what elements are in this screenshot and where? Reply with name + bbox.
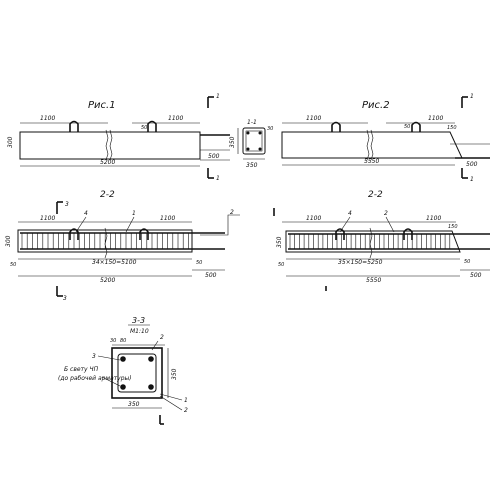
sec2-left-height: 300 <box>5 235 12 247</box>
section-3-3-callout-1: 1 <box>184 397 188 404</box>
sec2-left-cut-label-bottom: 3 <box>63 295 67 302</box>
section-3-3-bars <box>120 356 154 390</box>
sec2-left-overhang: 500 <box>205 272 217 279</box>
fig2-title: Рис.2 <box>362 100 390 111</box>
sec2-left-callout-1: 1 <box>132 210 136 217</box>
fig1-hook-label: 50 <box>141 125 147 131</box>
sec2-left-dim-right: 1100 <box>160 215 175 222</box>
section-3-3-callout-3: 3 <box>92 353 96 360</box>
section-2-2-right: 2-2 1100 1100 4 2 150 350 50 35×150=5250… <box>273 190 490 291</box>
sec2-left-total: 5200 <box>100 277 115 284</box>
fig2-dim-left: 1100 <box>306 115 321 122</box>
sec2-left-stirrups <box>21 233 189 249</box>
section-1-1-title: 1-1 <box>247 119 257 126</box>
section-3-3-height: 350 <box>171 368 178 380</box>
sec2-right-stirrups <box>289 234 451 249</box>
sec2-right-total: 5550 <box>366 277 381 284</box>
fig1-elevation: Рис.1 1 1100 1100 50 300 5200 500 1 <box>7 93 230 182</box>
section-3-3-callout-2-top: 2 <box>160 334 164 341</box>
section-3-3: 3-3 М1:10 30 80 2 3 350 350 1 2 <box>58 316 188 425</box>
fig2-cut-top-label: 1 <box>470 93 474 100</box>
sec2-right-end-a: 50 <box>278 262 284 268</box>
fig2-dim-right: 1100 <box>428 115 443 122</box>
section-3-3-title: 3-3 <box>132 316 145 325</box>
fig1-overhang: 500 <box>208 153 220 160</box>
fig1-cut-top-label: 1 <box>216 93 220 100</box>
fig2-total: 5550 <box>364 158 379 165</box>
sec2-right-dim-right: 1100 <box>426 215 441 222</box>
fig2-overhang: 500 <box>466 161 478 168</box>
section-1-1-label: 30 <box>267 126 273 132</box>
fig2-hook-label: 50 <box>404 124 410 130</box>
sec2-left-spacing: 34×150=5100 <box>92 259 137 266</box>
sec2-right-chamfer: 150 <box>448 224 458 230</box>
section-3-3-cover-a: 30 <box>110 338 116 344</box>
sec2-left-callout-2: 2 <box>230 209 234 216</box>
sec2-left-callout-4: 4 <box>84 210 88 217</box>
sec2-right-height: 350 <box>276 236 283 248</box>
sec2-right-end-b: 50 <box>464 259 470 265</box>
section-3-3-note-line1: Б свету ЧП <box>64 366 99 373</box>
section-1-1: 1-1 350 350 30 <box>229 119 273 169</box>
sec2-left-dim-left: 1100 <box>40 215 55 222</box>
fig1-total: 5200 <box>100 159 115 166</box>
fig2-elevation: Рис.2 1 1100 1100 50 150 5550 500 1 <box>281 93 490 183</box>
section-1-1-width: 350 <box>246 162 258 169</box>
sec2-right-dim-left: 1100 <box>306 215 321 222</box>
fig1-dim-right: 1100 <box>168 115 183 122</box>
section-3-3-note-line2: (до рабочей арматуры) <box>58 375 132 382</box>
section-3-3-width: 350 <box>128 401 140 408</box>
sec2-left-end-a: 50 <box>10 262 16 268</box>
fig2-cut-bottom-label: 1 <box>470 176 474 183</box>
section-2-2-left: 2-2 3 1100 1100 4 1 2 300 50 34×150=5100… <box>5 190 240 302</box>
fig2-chamfer: 150 <box>447 125 457 131</box>
sec2-right-callout-2: 2 <box>384 210 388 217</box>
fig1-cut-bottom-label: 1 <box>216 175 220 182</box>
sec2-left-title: 2-2 <box>100 190 115 200</box>
section-3-3-cover-b: 80 <box>120 338 126 344</box>
sec2-right-spacing: 35×150=5250 <box>338 259 383 266</box>
sec2-right-title: 2-2 <box>368 190 383 200</box>
fig1-dim-left: 1100 <box>40 115 55 122</box>
fig1-height: 300 <box>7 136 14 148</box>
sec2-left-cut-label: 3 <box>65 201 69 208</box>
section-3-3-callout-2-bottom: 2 <box>184 407 188 414</box>
section-3-3-scale: М1:10 <box>130 328 149 335</box>
section-1-1-height: 350 <box>229 136 236 148</box>
sec2-right-overhang: 500 <box>470 272 482 279</box>
sec2-right-callout-4: 4 <box>348 210 352 217</box>
sec2-left-end-b: 50 <box>196 260 202 266</box>
fig1-title: Рис.1 <box>88 100 116 111</box>
